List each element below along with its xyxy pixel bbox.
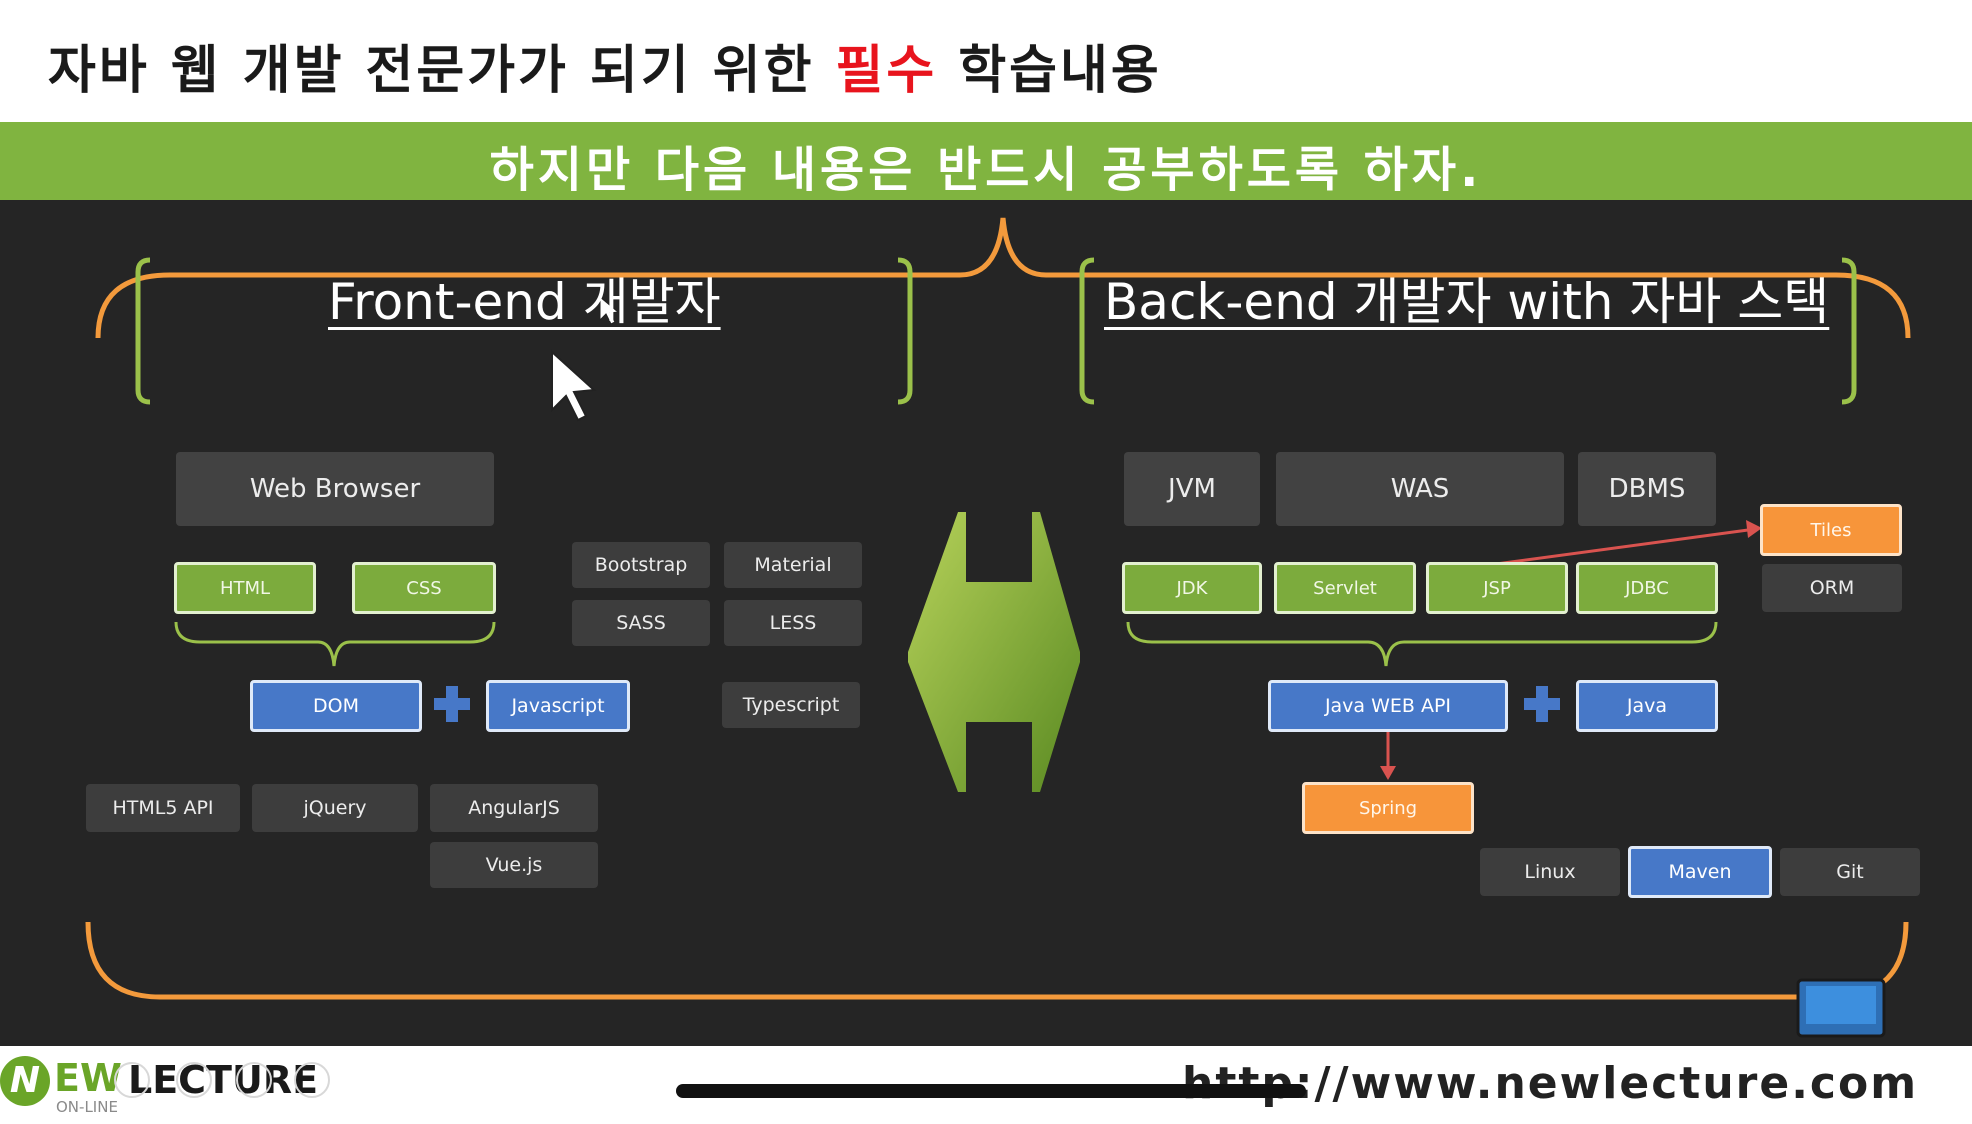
mouse-cursor-icon: [551, 349, 597, 422]
java-web-api-box: Java WEB API: [1268, 680, 1508, 732]
logo-lecture: LECTURE: [128, 1058, 319, 1102]
mouse-cursor-icon: [599, 295, 620, 325]
share-icon[interactable]: [114, 1062, 150, 1098]
java-box: Java: [1576, 680, 1718, 732]
api-spring-arrowhead: [1380, 766, 1396, 780]
jsp-box: JSP: [1426, 562, 1568, 614]
angularjs-box: AngularJS: [430, 784, 598, 832]
backend-heading: Back-end 개발자 with 자바 스택: [1104, 273, 1830, 331]
bottom-brace: [85, 921, 1909, 1000]
dbms-box: DBMS: [1578, 452, 1716, 526]
front-right-bracket: [897, 257, 913, 405]
title-text-pre: 자바 웹 개발 전문가가 되기 위한: [48, 41, 836, 101]
logo-sub: ON-LINE: [56, 1098, 118, 1116]
javascript-box: Javascript: [486, 680, 630, 732]
back-right-bracket: [1841, 257, 1857, 405]
dom-box: DOM: [250, 680, 422, 732]
logo-ew: EW: [54, 1056, 122, 1100]
logo-letter: N: [9, 1060, 41, 1101]
video-progress-bar[interactable]: [676, 1084, 1306, 1098]
title-text-post: 학습내용: [937, 41, 1162, 101]
tiles-box: Tiles: [1760, 504, 1902, 556]
linux-box: Linux: [1480, 848, 1620, 896]
back-left-bracket: [1079, 257, 1095, 405]
plus-icon: [1524, 686, 1560, 722]
jsp-tiles-arrow: [1495, 528, 1749, 566]
front-small-brace: [174, 621, 496, 667]
vuejs-box: Vue.js: [430, 842, 598, 888]
more-icon[interactable]: [294, 1062, 330, 1098]
newlecture-logo-icon: N: [0, 1056, 50, 1106]
html-box: HTML: [174, 562, 316, 614]
html5-api-box: HTML5 API: [86, 784, 240, 832]
jvm-box: JVM: [1124, 452, 1260, 526]
maven-box: Maven: [1628, 846, 1772, 898]
web-browser-box: Web Browser: [176, 452, 494, 526]
typescript-box: Typescript: [722, 682, 860, 728]
spring-box: Spring: [1302, 782, 1474, 834]
git-box: Git: [1780, 848, 1920, 896]
website-url: http://www.newlecture.com: [1182, 1058, 1919, 1109]
diagram-lines: [85, 217, 1911, 1038]
title-bar: 자바 웹 개발 전문가가 되기 위한 필수 학습내용: [0, 0, 1972, 122]
less-box: LESS: [724, 600, 862, 646]
was-box: WAS: [1276, 452, 1564, 526]
frontend-heading: Front-end 개발자: [328, 273, 721, 331]
title-highlight: 필수: [835, 41, 938, 101]
jdk-box: JDK: [1122, 562, 1262, 614]
banner-text: 하지만 다음 내용은 반드시 공부하도록 하자.: [489, 142, 1483, 198]
servlet-box: Servlet: [1274, 562, 1416, 614]
green-banner: 하지만 다음 내용은 반드시 공부하도록 하자.: [0, 122, 1972, 200]
orm-box: ORM: [1762, 564, 1902, 612]
copy-icon[interactable]: [176, 1062, 212, 1098]
material-box: Material: [724, 542, 862, 588]
double-arrow-icon: [908, 512, 1080, 792]
front-left-bracket: [135, 257, 151, 405]
top-brace: [95, 217, 1911, 339]
plus-icon: [434, 686, 470, 722]
zoom-icon[interactable]: [236, 1062, 272, 1098]
footer-bar: N EW LECTURE ON-LINE http://www.newlectu…: [0, 1046, 1972, 1124]
bootstrap-box: Bootstrap: [572, 542, 710, 588]
jdbc-box: JDBC: [1576, 562, 1718, 614]
jquery-box: jQuery: [252, 784, 418, 832]
sass-box: SASS: [572, 600, 710, 646]
slide-body: Front-end 개발자 Back-end 개발자 with 자바 스택 We…: [0, 200, 1972, 1046]
slide-title: 자바 웹 개발 전문가가 되기 위한 필수 학습내용: [48, 28, 1162, 103]
jsp-tiles-arrowhead: [1746, 520, 1762, 538]
back-small-brace: [1126, 621, 1718, 667]
css-box: CSS: [352, 562, 496, 614]
